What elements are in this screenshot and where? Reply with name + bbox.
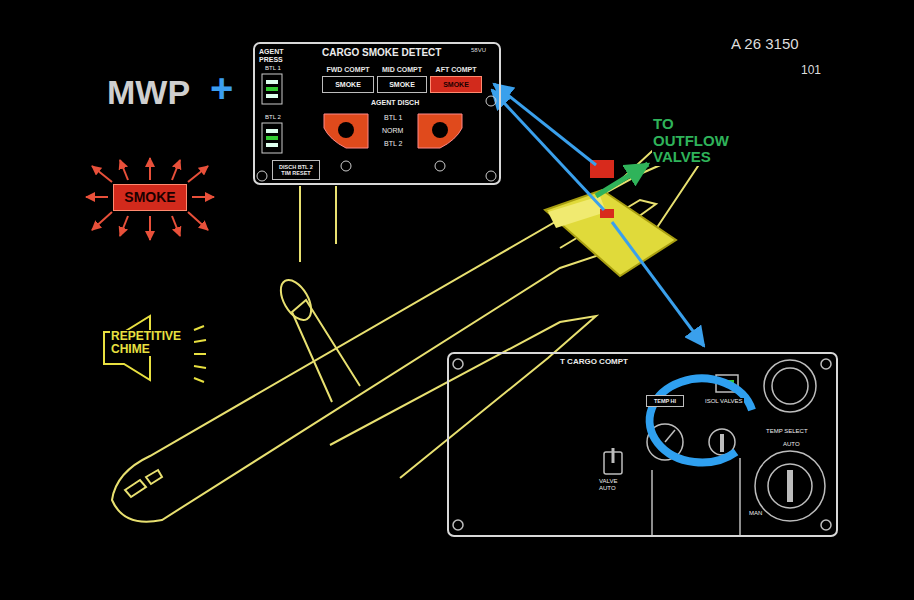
node-text: TEMP HI xyxy=(654,398,676,404)
smoke-detector xyxy=(600,209,614,218)
control-panel: T CARGO COMPT TEMP HI xyxy=(447,352,838,537)
node-text: SMOKE xyxy=(124,190,175,205)
panel-label: BTL 1 xyxy=(383,114,403,122)
panel-label: AGENT PRESS xyxy=(258,48,296,63)
node-text: DISCH BTL 2 TIM RESET xyxy=(275,164,317,176)
panel-label: AUTO xyxy=(782,441,801,448)
node-text: SMOKE xyxy=(443,81,469,89)
leader-line xyxy=(612,222,704,346)
flow-label: TO OUTFLOW VALVES xyxy=(652,116,734,166)
node-text: SMOKE xyxy=(335,81,361,89)
speaker-symbol xyxy=(104,316,206,382)
airflow-arrow xyxy=(596,164,648,196)
panel-label: BTL 1 xyxy=(264,65,282,72)
panel-label: NORM xyxy=(381,127,404,135)
cargo-compartment xyxy=(545,190,676,276)
aircraft-outline xyxy=(112,118,706,522)
reset-button: DISCH BTL 2 TIM RESET xyxy=(272,160,320,180)
indicator-box: TEMP HI xyxy=(646,395,684,407)
panel-label: VALVE AUTO xyxy=(598,478,630,491)
panel-label: TEMP SELECT xyxy=(765,428,809,435)
panel-details xyxy=(453,359,831,535)
node-text: FWD COMPT xyxy=(325,66,370,73)
panel-details xyxy=(257,74,496,181)
panel-label: AGENT DISCH xyxy=(370,99,420,107)
panel-label: BTL 2 xyxy=(383,140,403,148)
node-text: MID COMPT xyxy=(381,66,423,73)
node-text: T CARGO COMPT xyxy=(559,357,629,366)
panel-label: BTL 2 xyxy=(264,114,282,121)
panel-label: ISOL VALVES xyxy=(704,398,744,405)
smoke-button: AFT COMPTSMOKE xyxy=(430,76,482,93)
panel-id: 58VU xyxy=(470,47,487,54)
plus-sign: + xyxy=(209,66,234,110)
reference-number: A 26 3150 xyxy=(730,36,800,53)
leader-line xyxy=(492,90,604,210)
warning-arrows xyxy=(86,158,214,240)
highlight-circle xyxy=(650,378,752,462)
leader-line xyxy=(494,84,596,165)
panel-label: MAN xyxy=(748,510,763,517)
system-name: MWP xyxy=(106,74,191,111)
node-text: SMOKE xyxy=(389,81,415,89)
aural-warning: REPETITIVE CHIME xyxy=(110,330,194,356)
node-text: CARGO SMOKE DETECT xyxy=(321,47,442,58)
smoke-button: FWD COMPTSMOKE xyxy=(322,76,374,93)
smoke-warning: SMOKE xyxy=(113,184,187,211)
page-number: 101 xyxy=(800,64,822,77)
node-text: AFT COMPT xyxy=(435,66,478,73)
smoke-button: MID COMPTSMOKE xyxy=(377,76,427,93)
control-panel: CARGO SMOKE DETECTFWD COMPTSMOKEMID COMP… xyxy=(253,42,501,185)
